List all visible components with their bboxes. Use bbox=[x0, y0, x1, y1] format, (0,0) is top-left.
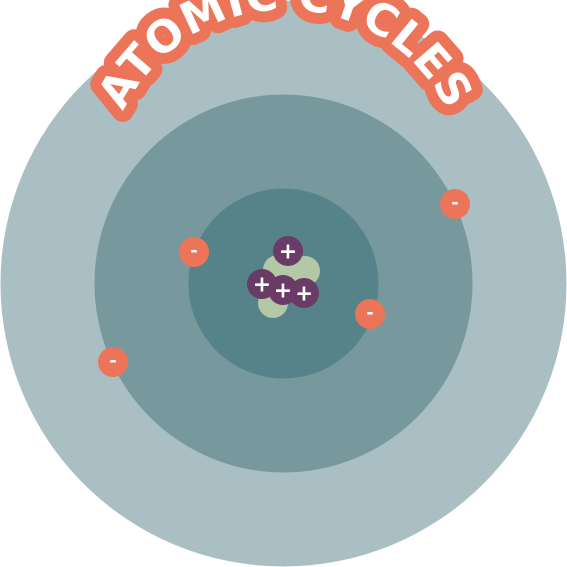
nucleus: + + + + bbox=[247, 236, 320, 318]
svg-text:-: - bbox=[109, 351, 116, 372]
svg-text:-: - bbox=[190, 241, 197, 262]
proton-icon: + bbox=[273, 236, 303, 266]
svg-text:-: - bbox=[451, 193, 458, 214]
svg-text:-: - bbox=[366, 303, 373, 324]
electron-icon: - bbox=[98, 347, 128, 377]
electron-icon: - bbox=[440, 189, 470, 219]
svg-text:+: + bbox=[253, 273, 271, 298]
electron-icon: - bbox=[179, 237, 209, 267]
svg-text:+: + bbox=[274, 279, 292, 304]
neutron-icon bbox=[290, 256, 320, 286]
proton-icon: + bbox=[268, 275, 298, 305]
svg-text:+: + bbox=[295, 282, 313, 307]
electron-icon: - bbox=[355, 299, 385, 329]
svg-text:+: + bbox=[279, 240, 297, 265]
